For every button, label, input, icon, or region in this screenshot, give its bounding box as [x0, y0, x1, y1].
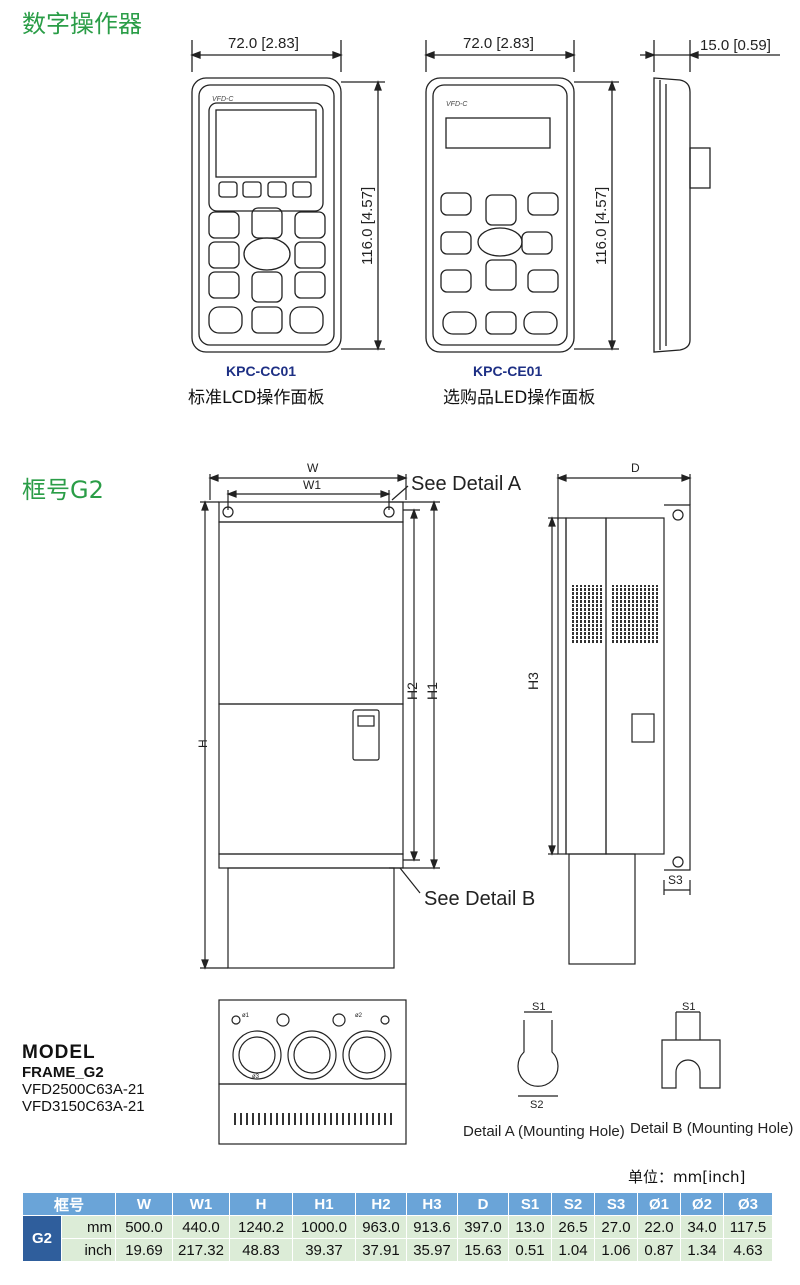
keypad2-desc: 选购品LED操作面板	[443, 388, 596, 408]
keypad-cc01-drawing	[190, 40, 385, 353]
dimension-table: 框号 W W1 H H1 H2 H3 D S1 S2 S3 Ø1 Ø2 Ø3 G…	[22, 1192, 773, 1262]
keypad-drawings: VFD-C VFD-C 72.0 [2.83] 72.0 [2.83] 15.0…	[190, 35, 780, 353]
model-name-2: VFD3150C63A-21	[22, 1098, 145, 1115]
table-cell: 27.0	[594, 1215, 638, 1239]
table-header: Ø3	[723, 1192, 773, 1216]
label-h2: H2	[404, 682, 420, 700]
table-cell: 440.0	[172, 1215, 230, 1239]
table-header: W1	[172, 1192, 230, 1216]
table-cell: 1.04	[551, 1238, 595, 1262]
table-cell: 500.0	[115, 1215, 173, 1239]
table-header: W	[115, 1192, 173, 1216]
table-header: Ø1	[637, 1192, 681, 1216]
keypad2-model: KPC-CE01	[473, 363, 543, 379]
table-header: H3	[406, 1192, 458, 1216]
table-cell: 37.91	[355, 1238, 407, 1262]
table-cell: 1000.0	[292, 1215, 356, 1239]
brand-mark-ce01: VFD-C	[446, 101, 468, 108]
table-cell: 397.0	[457, 1215, 509, 1239]
front-view	[200, 474, 440, 970]
frame-g2-drawings: W W1 D H H2 H1 H3 S3 See Detail A See De…	[196, 461, 793, 1145]
table-cell: 34.0	[680, 1215, 724, 1239]
keypad1-desc: 标准LCD操作面板	[188, 388, 325, 408]
table-cell: 19.69	[115, 1238, 173, 1262]
table-cell: 35.97	[406, 1238, 458, 1262]
vent-grids	[232, 585, 660, 1125]
table-cell: 217.32	[172, 1238, 230, 1262]
detail-b-s1: S1	[682, 1001, 695, 1013]
model-block: MODEL FRAME_G2 VFD2500C63A-21 VFD3150C63…	[22, 1042, 145, 1115]
table-header: S2	[551, 1192, 595, 1216]
detail-a-caption: Detail A (Mounting Hole)	[463, 1123, 625, 1140]
bottom-view	[218, 999, 407, 1145]
keypad1-height-dim: 116.0 [4.57]	[359, 187, 376, 265]
model-title: MODEL	[22, 1042, 96, 1063]
bottom-hole2-label: ø2	[355, 1013, 363, 1019]
table-header: 框号	[22, 1192, 116, 1216]
frame-section-title: 框号G2	[22, 476, 104, 504]
unit-label: 单位：mm[inch]	[628, 1168, 746, 1186]
table-frame-cell: G2	[22, 1215, 62, 1262]
table-cell: 26.5	[551, 1215, 595, 1239]
table-cell: 39.37	[292, 1238, 356, 1262]
table-cell: 1240.2	[229, 1215, 293, 1239]
table-cell: 963.0	[355, 1215, 407, 1239]
table-cell: 4.63	[723, 1238, 773, 1262]
label-d: D	[631, 461, 640, 475]
table-header: S1	[508, 1192, 552, 1216]
see-detail-a: See Detail A	[411, 473, 522, 495]
brand-mark-cc01: VFD-C	[212, 96, 234, 103]
table-cell: 117.5	[723, 1215, 773, 1239]
table-header-row: 框号 W W1 H H1 H2 H3 D S1 S2 S3 Ø1 Ø2 Ø3	[22, 1192, 773, 1216]
model-frame: FRAME_G2	[22, 1064, 104, 1081]
model-name-1: VFD2500C63A-21	[22, 1081, 145, 1098]
table-header: Ø2	[680, 1192, 724, 1216]
table-cell: 0.51	[508, 1238, 552, 1262]
table-cell: 1.06	[594, 1238, 638, 1262]
table-header: H1	[292, 1192, 356, 1216]
label-w: W	[307, 461, 319, 475]
keypad2-width-dim: 72.0 [2.83]	[463, 35, 534, 52]
table-cell: 913.6	[406, 1215, 458, 1239]
detail-a-drawing	[517, 1011, 559, 1097]
table-unit-cell: inch	[61, 1238, 116, 1262]
table-unit-cell: mm	[61, 1215, 116, 1239]
detail-b-caption: Detail B (Mounting Hole)	[630, 1120, 793, 1137]
table-cell: 0.87	[637, 1238, 681, 1262]
table-header: D	[457, 1192, 509, 1216]
table-cell: 22.0	[637, 1215, 681, 1239]
keypad2-height-dim: 116.0 [4.57]	[593, 187, 610, 265]
detail-b-drawing	[661, 1011, 721, 1089]
keypad-side-drawing	[640, 40, 780, 353]
label-h: H	[196, 739, 210, 748]
see-detail-b: See Detail B	[424, 888, 535, 910]
keypad1-model: KPC-CC01	[226, 363, 297, 379]
table-cell: 48.83	[229, 1238, 293, 1262]
label-h3: H3	[525, 672, 541, 690]
keypad-ce01-drawing	[424, 40, 619, 353]
detail-a-s2: S2	[530, 1099, 543, 1111]
detail-a-s1: S1	[532, 1001, 545, 1013]
table-header: H	[229, 1192, 293, 1216]
table-header: S3	[594, 1192, 638, 1216]
label-s3: S3	[668, 873, 683, 887]
table-row: G2 mm 500.0 440.0 1240.2 1000.0 963.0 91…	[22, 1215, 773, 1262]
side-depth-dim: 15.0 [0.59]	[700, 37, 771, 54]
table-cell: 1.34	[680, 1238, 724, 1262]
label-w1: W1	[303, 478, 321, 492]
bottom-hole3-label: ø3	[252, 1074, 260, 1080]
table-cell: 15.63	[457, 1238, 509, 1262]
keypad-section-title: 数字操作器	[22, 10, 142, 38]
table-row: inch 19.69 217.32 48.83 39.37 37.91 35.9…	[23, 1238, 773, 1262]
keypad1-width-dim: 72.0 [2.83]	[228, 35, 299, 52]
table-header: H2	[355, 1192, 407, 1216]
table-cell: 13.0	[508, 1215, 552, 1239]
label-h1: H1	[424, 682, 440, 700]
side-view	[548, 474, 692, 965]
bottom-hole1-label: ø1	[242, 1013, 250, 1019]
